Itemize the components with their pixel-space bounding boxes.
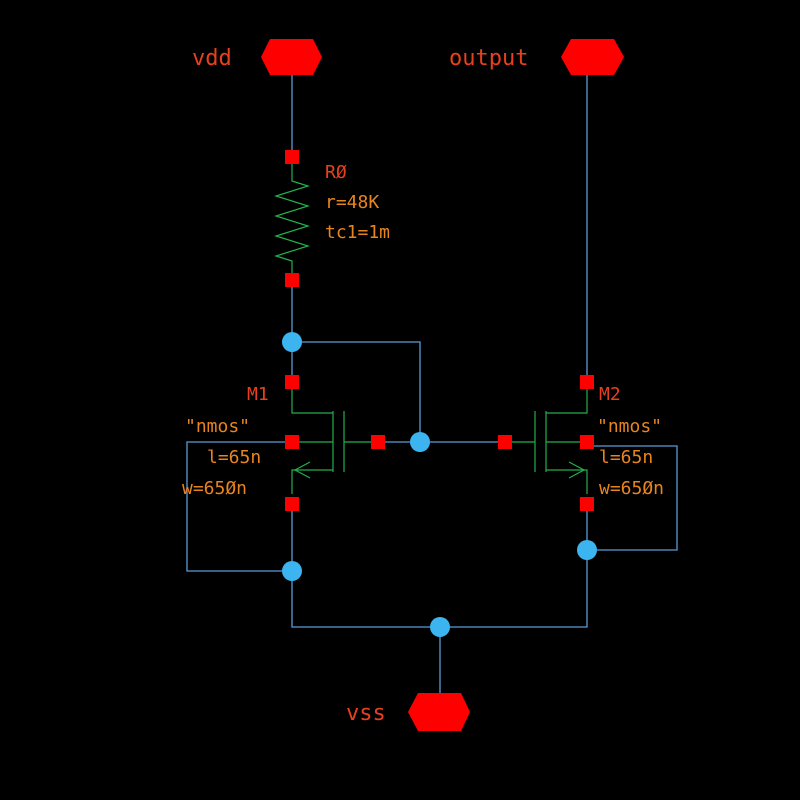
pin-squares [285, 150, 594, 511]
m2-bulk-pin[interactable] [580, 435, 594, 449]
node-m2-source[interactable] [577, 540, 597, 560]
m1-instance-name: M1 [247, 384, 269, 405]
node-gate[interactable] [410, 432, 430, 452]
m2-gate-pin[interactable] [498, 435, 512, 449]
m1-drain-pin[interactable] [285, 375, 299, 389]
net-nodes [282, 332, 597, 637]
r0-instance-name: RØ [325, 162, 347, 183]
m2-model: "nmos" [597, 416, 662, 437]
resistor-r0[interactable] [273, 164, 311, 278]
node-r0-m1-drain[interactable] [282, 332, 302, 352]
node-m1-source[interactable] [282, 561, 302, 581]
wire-diode-connection[interactable] [292, 341, 421, 442]
m2-length: l=65n [599, 447, 653, 468]
r0-pin-bottom[interactable] [285, 273, 299, 287]
vdd-pin-label: vdd [192, 46, 232, 71]
node-vss[interactable] [430, 617, 450, 637]
m1-width: w=65Øn [182, 478, 247, 499]
m1-bulk-pin[interactable] [285, 435, 299, 449]
output-pin-label: output [449, 46, 528, 71]
m2-source-pin[interactable] [580, 497, 594, 511]
m1-source-pin[interactable] [285, 497, 299, 511]
r0-pin-top[interactable] [285, 150, 299, 164]
m1-gate-pin[interactable] [371, 435, 385, 449]
vdd-pin-shape[interactable] [261, 39, 322, 75]
vss-pin-label: vss [346, 701, 386, 726]
m1-length: l=65n [207, 447, 261, 468]
m2-width: w=65Øn [599, 478, 664, 499]
m1-model: "nmos" [185, 416, 250, 437]
m2-instance-name: M2 [599, 384, 621, 405]
wire-m1-bulk-to-source[interactable] [186, 441, 292, 572]
m2-drain-pin[interactable] [580, 375, 594, 389]
wires [186, 75, 678, 693]
vss-pin-shape[interactable] [408, 693, 470, 731]
wire-m2-bulk-to-source[interactable] [587, 445, 678, 551]
r0-resistance: r=48K [325, 192, 379, 213]
io-pins [261, 39, 624, 731]
output-pin-shape[interactable] [561, 39, 624, 75]
r0-tc1: tc1=1m [325, 222, 390, 243]
